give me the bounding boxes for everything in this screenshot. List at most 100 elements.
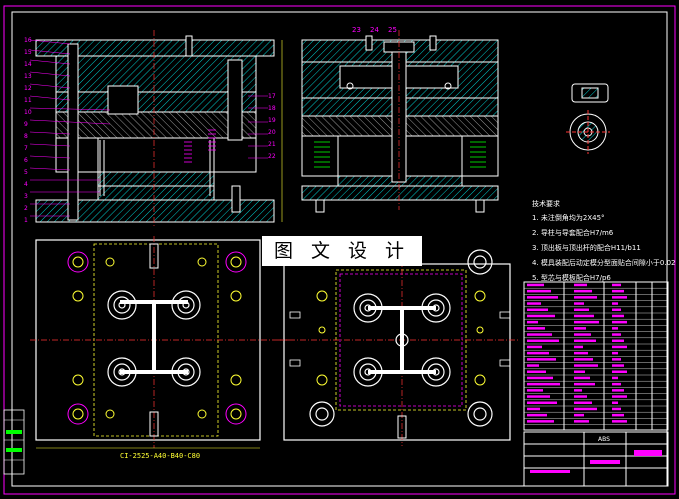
table-cell-mark: [612, 420, 627, 423]
note-line: 1. 未注倒角均为2X45°: [532, 214, 605, 222]
dimension-label: CI-2525-A40-B40-C80: [120, 452, 201, 460]
part-number-19: 19: [268, 117, 276, 124]
table-cell-mark: [574, 283, 587, 287]
table-cell-mark: [612, 302, 618, 305]
part-number-15: 15: [24, 49, 32, 56]
part-number-12: 12: [24, 85, 32, 92]
table-cell-mark: [574, 302, 584, 305]
table-cell-mark: [574, 420, 589, 423]
moving-half-plan-view: [30, 236, 290, 449]
table-cell-mark: [527, 370, 546, 373]
table-cell-mark: [612, 407, 621, 411]
watermark-banner: 图 文 设 计: [262, 236, 422, 266]
table-cell-mark: [612, 364, 624, 367]
part-number-16: 16: [24, 37, 32, 44]
parts-list-table: [523, 281, 669, 431]
table-cell-mark: [574, 351, 588, 355]
part-number-4: 4: [24, 181, 28, 188]
part-number-10: 10: [24, 109, 32, 116]
table-cell-mark: [612, 308, 621, 311]
part-number-11: 11: [24, 97, 32, 104]
part-number-1: 1: [24, 217, 28, 224]
table-cell-mark: [574, 333, 591, 336]
table-cell-mark: [612, 376, 618, 380]
table-cell-mark: [574, 364, 598, 367]
section-label-25: 25: [388, 26, 397, 34]
part-number-17: 17: [268, 93, 276, 100]
table-cell-mark: [574, 345, 583, 349]
title-block: [523, 431, 669, 487]
table-cell-mark: [527, 401, 557, 404]
technical-requirements: 技术要求 1. 未注倒角均为2X45° 2. 导柱与导套配合H7/m6 3. 顶…: [532, 200, 676, 289]
table-cell-mark: [612, 413, 624, 417]
revision-block: [3, 409, 25, 475]
table-cell-mark: [574, 389, 582, 392]
table-cell-mark: [612, 289, 624, 293]
table-cell-mark: [612, 345, 627, 349]
part-number-2: 2: [24, 205, 28, 212]
table-cell-mark: [527, 345, 542, 349]
table-cell-mark: [527, 320, 538, 324]
table-cell-mark: [527, 395, 550, 398]
part-number-13: 13: [24, 73, 32, 80]
section-label-23: 23: [352, 26, 361, 34]
table-cell-mark: [527, 314, 555, 318]
table-cell-mark: [574, 289, 592, 293]
table-cell-mark: [527, 407, 540, 411]
table-cell-mark: [612, 370, 627, 373]
part-number-20: 20: [268, 129, 276, 136]
table-cell-mark: [527, 283, 544, 287]
table-cell-mark: [527, 376, 553, 380]
table-cell-mark: [527, 333, 552, 336]
table-cell-mark: [527, 364, 539, 367]
table-cell-mark: [612, 358, 621, 361]
note-line: 4. 模具装配后动定模分型面贴合间隙小于0.02: [532, 259, 676, 267]
sheet-outer-border: [3, 5, 676, 495]
table-cell-mark: [574, 401, 592, 404]
table-cell-mark: [574, 358, 593, 361]
table-cell-mark: [527, 389, 543, 392]
front-section-view: [29, 30, 283, 228]
part-number-22: 22: [268, 153, 276, 160]
table-cell-mark: [527, 358, 556, 361]
table-cell-mark: [612, 283, 621, 287]
table-cell-mark: [574, 376, 590, 380]
part-number-7: 7: [24, 145, 28, 152]
note-line: 5. 型芯与模板配合H7/p6: [532, 274, 611, 282]
part-number-9: 9: [24, 121, 28, 128]
table-cell-mark: [574, 407, 597, 411]
side-section-view: [301, 30, 499, 213]
title-block-material: ABS: [598, 436, 610, 443]
table-cell-mark: [527, 420, 554, 423]
table-cell-mark: [527, 382, 560, 386]
table-cell-mark: [527, 327, 545, 330]
table-cell-mark: [527, 302, 541, 305]
table-cell-mark: [574, 395, 587, 398]
table-cell-mark: [527, 339, 559, 342]
part-number-18: 18: [268, 105, 276, 112]
table-cell-mark: [574, 382, 595, 386]
table-cell-mark: [612, 389, 624, 392]
part-number-5: 5: [24, 169, 28, 176]
notes-header: 技术要求: [532, 200, 560, 208]
note-line: 3. 顶出板与顶出杆的配合H11/b11: [532, 244, 641, 252]
table-cell-mark: [527, 351, 549, 355]
table-cell-mark: [612, 395, 627, 398]
sheet-inner-border: [11, 11, 668, 487]
note-line: 2. 导柱与导套配合H7/m6: [532, 229, 614, 237]
table-cell-mark: [612, 296, 627, 299]
table-cell-mark: [574, 320, 599, 324]
table-cell-mark: [574, 339, 596, 342]
part-number-6: 6: [24, 157, 28, 164]
table-cell-mark: [527, 308, 548, 311]
table-cell-mark: [574, 296, 597, 299]
section-label-24: 24: [370, 26, 379, 34]
table-cell-mark: [527, 289, 551, 293]
table-cell-mark: [612, 339, 624, 342]
part-number-8: 8: [24, 133, 28, 140]
table-cell-mark: [574, 308, 589, 311]
table-cell-mark: [527, 413, 547, 417]
table-cell-mark: [612, 320, 627, 324]
